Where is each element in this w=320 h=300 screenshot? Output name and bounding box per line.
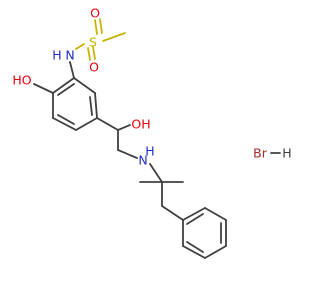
bond-s-o-top-1 <box>94 19 98 35</box>
ring-a-bond-2-inner <box>89 96 93 116</box>
atom-n-sulfonamide: N <box>65 48 74 63</box>
salt-br: Br <box>253 146 268 161</box>
ring-a-bond-1 <box>73 77 96 94</box>
bond-benzylic-c-oh <box>117 124 131 131</box>
salt-h: H <box>282 146 291 161</box>
bond-s-o-top-2 <box>99 18 103 34</box>
molecule-diagram: S O O N H HO OH N H Br H <box>12 6 292 259</box>
ring-a-bond-6 <box>52 77 75 94</box>
ring-a-bond-3 <box>75 117 98 131</box>
ring-b-bond-2 <box>204 207 227 221</box>
atom-oh-phenol: HO <box>12 73 31 88</box>
atom-n-amine: N <box>138 153 147 168</box>
ring-b-bond-4 <box>204 245 227 259</box>
bond-s-o-bottom-2 <box>92 46 96 60</box>
ring-b-bond-1 <box>182 207 206 221</box>
ring-b-bond-1-inner <box>186 213 204 225</box>
atom-o-sulfonyl-bottom: O <box>89 60 99 75</box>
ring-b-bond-5-inner <box>186 241 204 253</box>
ring-b-bond-5 <box>182 245 206 259</box>
bond-ring-benzylic-c <box>96 117 119 131</box>
bond-ch2-n <box>117 149 138 159</box>
bond-s-methyl <box>102 32 126 42</box>
bond-s-o-bottom-1 <box>87 47 91 61</box>
ring-a-bond-2 <box>94 92 98 119</box>
atom-h-sulfonamide: H <box>52 48 61 63</box>
ring-a-bond-4 <box>52 117 77 131</box>
ring-a-bond-4-inner <box>57 114 75 125</box>
atom-o-sulfonyl-top: O <box>90 6 100 21</box>
bond-ch2-phenyl <box>161 205 184 221</box>
atom-labels: S O O N H HO OH N H Br H <box>12 6 291 168</box>
atom-s: S <box>89 35 97 50</box>
atom-h-amine: H <box>145 144 154 159</box>
ring-a-bond-6-inner <box>57 83 75 96</box>
atom-oh-benzylic: OH <box>131 117 150 132</box>
bond-s-n <box>75 43 85 50</box>
bond-lines <box>33 18 281 259</box>
bond-n-quaternary-c <box>149 163 163 183</box>
bond-n-ring <box>69 61 75 79</box>
bond-ring-phenol-o <box>33 83 54 94</box>
